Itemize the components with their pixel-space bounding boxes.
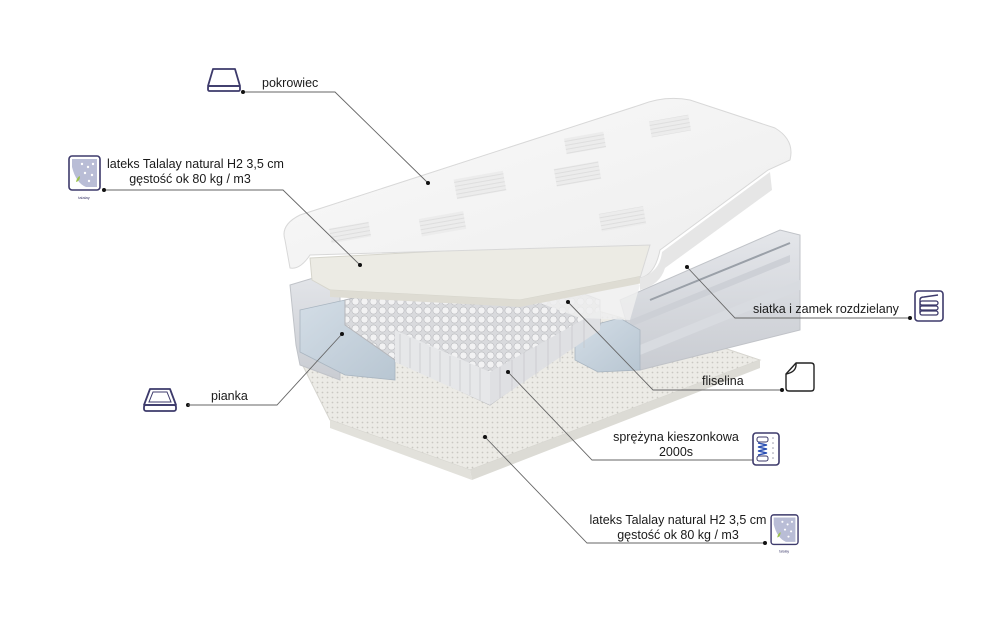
label-latex-bottom: lateks Talalay natural H2 3,5 cm gęstość… — [589, 513, 767, 543]
label-foam-text: pianka — [211, 389, 248, 403]
label-latex-bottom-line1: lateks Talalay natural H2 3,5 cm — [589, 513, 767, 527]
label-mesh-zipper: siatka i zamek rozdzielany — [753, 302, 899, 317]
mattress-cover-icon — [207, 68, 241, 92]
fabric-sheet-icon — [785, 362, 815, 392]
label-latex-bottom-line2: gęstość ok 80 kg / m3 — [617, 528, 739, 542]
label-mesh-zipper-text: siatka i zamek rozdzielany — [753, 302, 899, 316]
label-latex-top-line2: gęstość ok 80 kg / m3 — [129, 172, 251, 186]
label-foam: pianka — [211, 389, 248, 404]
label-nonwoven-text: fliselina — [702, 374, 744, 388]
label-cover-text: pokrowiec — [262, 76, 319, 90]
label-springs: sprężyna kieszonkowa 2000s — [611, 430, 741, 460]
svg-text:talalay: talalay — [779, 549, 789, 553]
pocket-spring-icon — [752, 432, 780, 466]
label-springs-line1: sprężyna kieszonkowa — [613, 430, 739, 444]
foam-tray-icon — [143, 388, 177, 412]
svg-text:talalay: talalay — [78, 195, 90, 200]
label-latex-top-line1: lateks Talalay natural H2 3,5 cm — [107, 157, 284, 171]
label-latex-top: lateks Talalay natural H2 3,5 cm gęstość… — [107, 157, 284, 187]
label-cover: pokrowiec — [262, 76, 318, 91]
layers-zipper-icon — [914, 290, 944, 322]
latex-icon: talalay — [68, 155, 101, 200]
label-springs-line2: 2000s — [658, 445, 694, 459]
label-nonwoven: fliselina — [702, 374, 744, 389]
latex-icon: talalay — [770, 514, 799, 553]
